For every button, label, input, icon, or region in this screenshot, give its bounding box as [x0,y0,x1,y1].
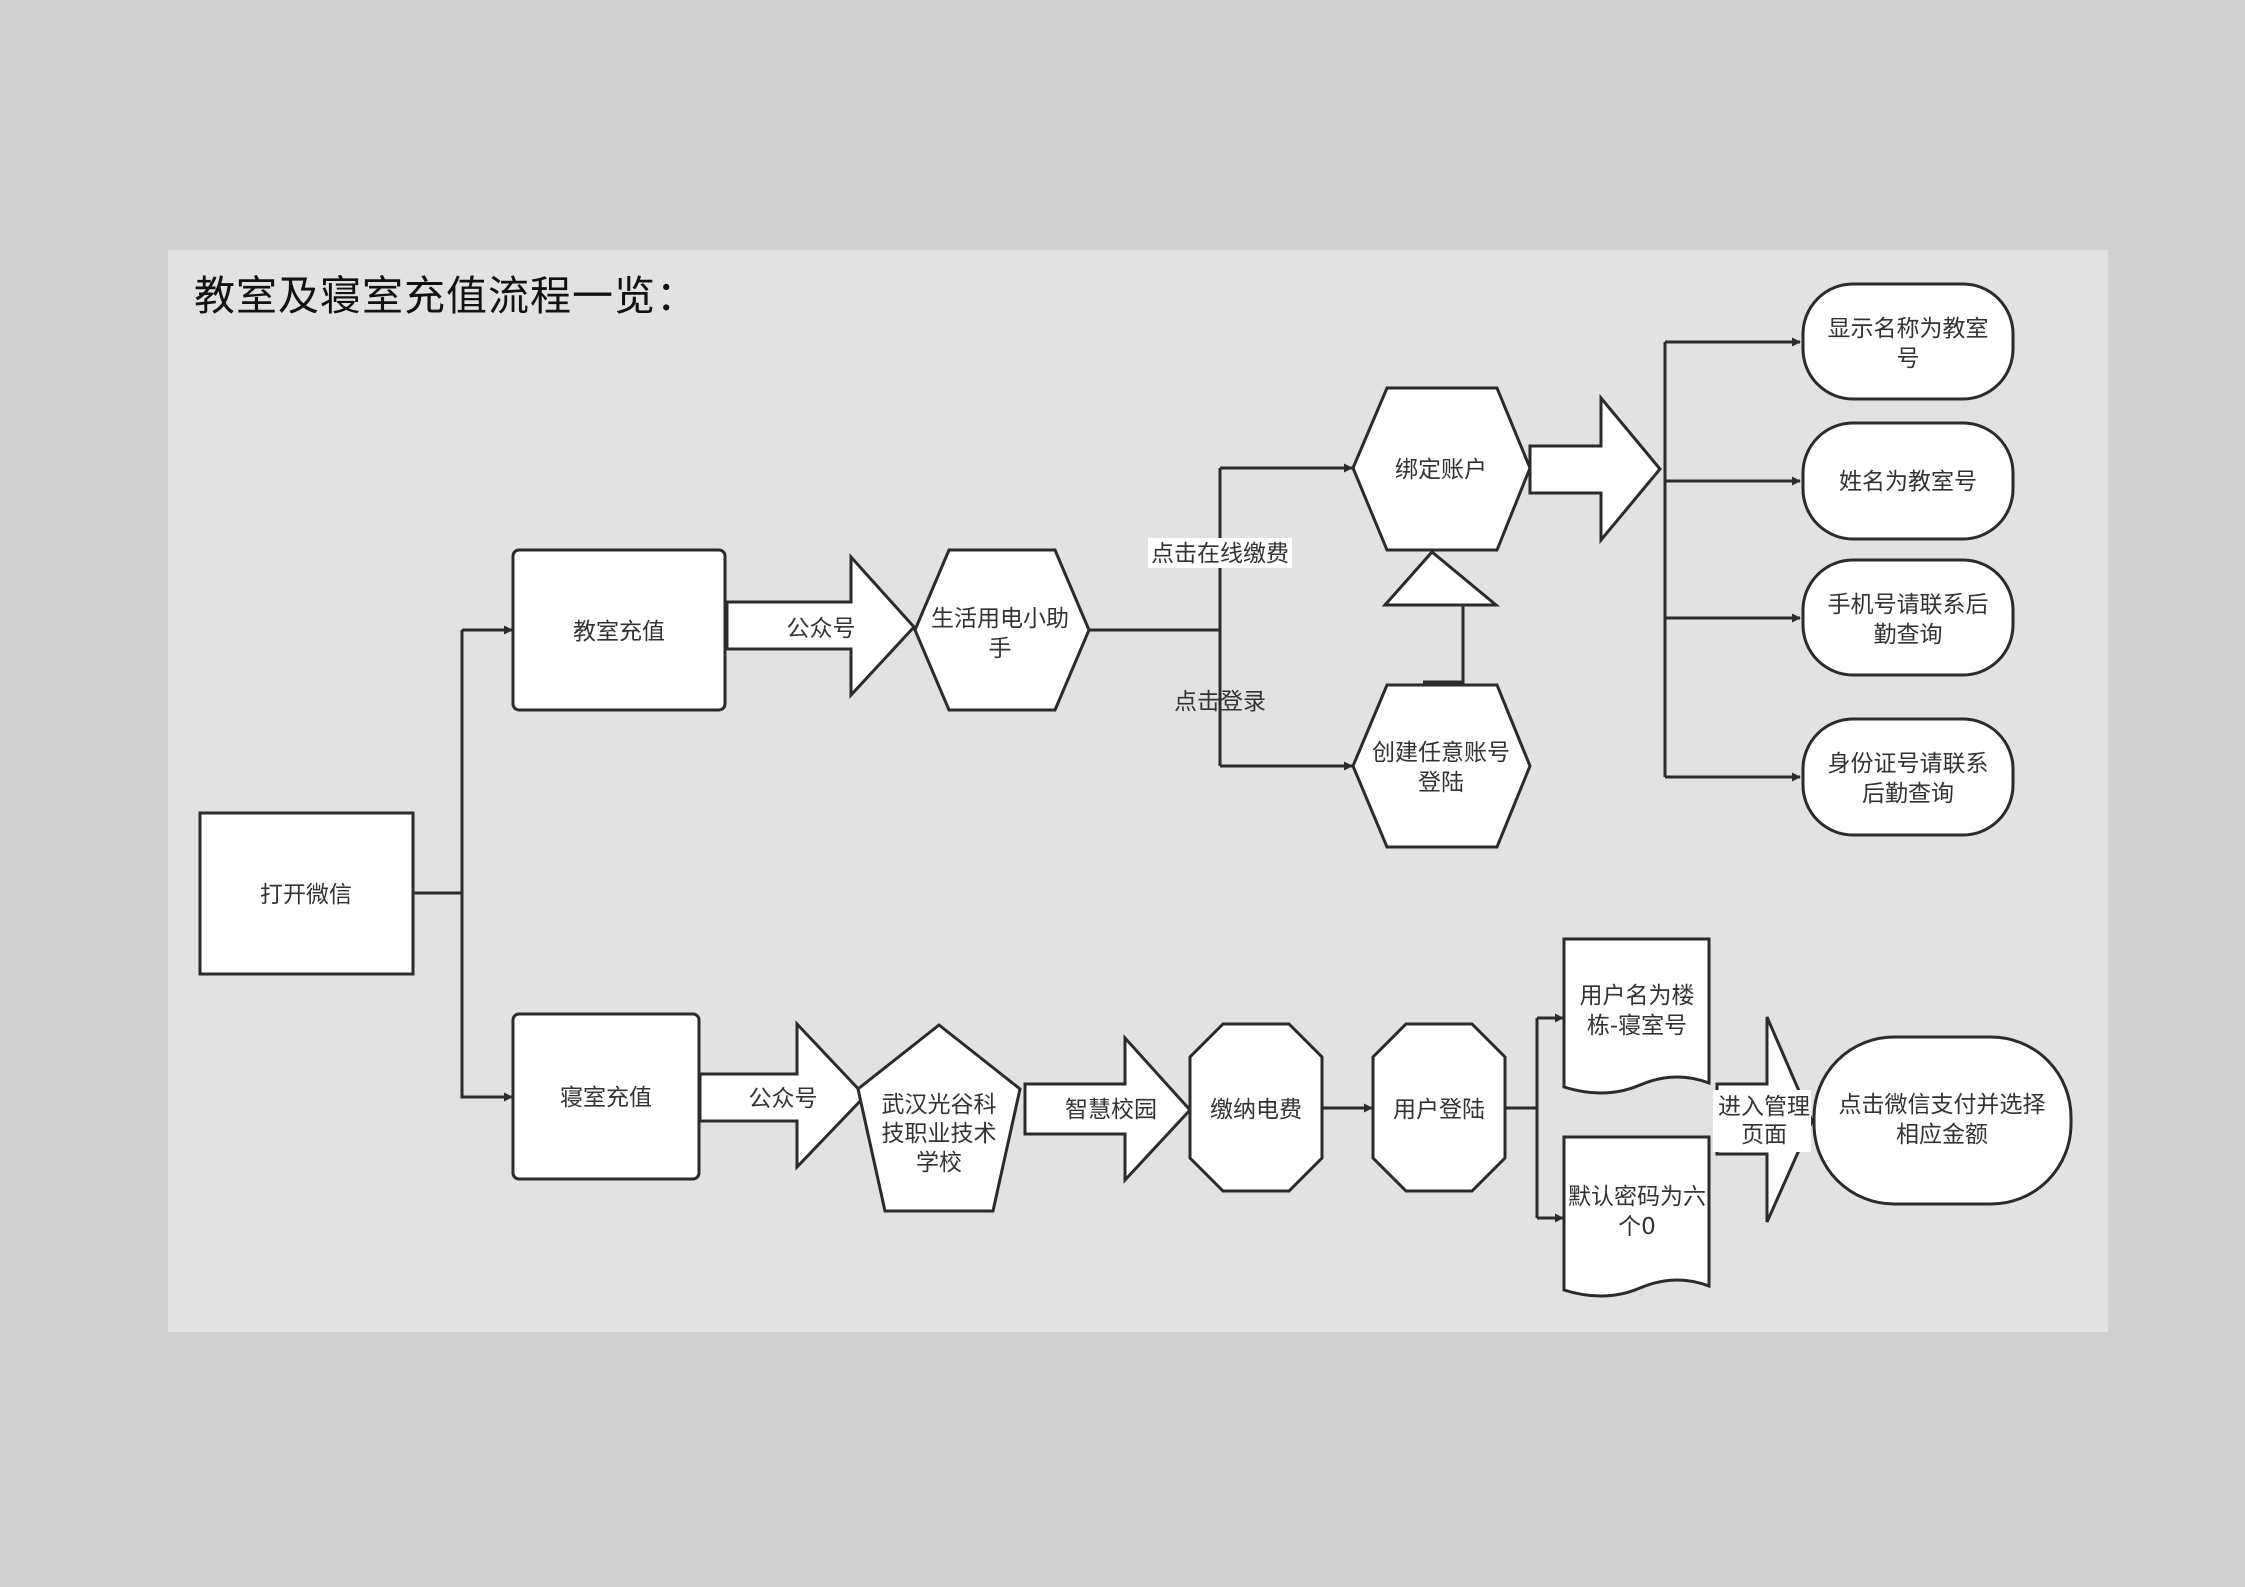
node-classroom-recharge-label: 教室充值 [573,619,665,645]
arrow-public-account-2 [698,1020,868,1171]
block-arrows [698,393,1814,1223]
arrow-bind-fanout [1528,393,1662,545]
node-bind-account-label: 绑定账户 [1395,457,1487,483]
node-dorm-recharge-label: 寝室充值 [560,1085,652,1111]
node-dorm-recharge[interactable]: 寝室充值 [511,1012,701,1181]
node-open-wechat[interactable]: 打开微信 [198,811,415,976]
edge-label-bg-online-pay [1148,538,1292,568]
edge-labels: 公众号 点击在线缴费 点击登录 公众号 智慧校园 进入管理 页面 [749,538,1811,1152]
node-phone-contact-label-2: 勤查询 [1874,622,1943,648]
node-life-helper[interactable]: 生活用电小助 手 [913,548,1091,712]
node-create-account-label-1: 创建任意账号 [1372,740,1510,766]
edge-label-bg-enter-manage [1713,1090,1811,1152]
node-life-helper-label-2: 手 [989,636,1012,662]
arrow-smart-campus [1023,1034,1193,1184]
node-phone-contact[interactable]: 手机号请联系后 勤查询 [1801,558,2015,677]
node-password-doc-label-2: 个0 [1618,1214,1656,1240]
arrow-public-account-1 [725,553,917,699]
node-user-login-label: 用户登陆 [1393,1097,1485,1123]
node-display-name[interactable]: 显示名称为教室 号 [1801,282,2015,401]
node-phone-contact-label-1: 手机号请联系后 [1828,592,1989,618]
node-wuhan-school[interactable]: 武汉光谷科 技职业技术 学校 [856,1023,1022,1213]
edge-label-smart-campus: 智慧校园 [1065,1097,1157,1123]
edge-label-public-account-2: 公众号 [749,1086,818,1112]
node-user-login[interactable]: 用户登陆 [1371,1022,1507,1193]
node-username-doc-label-2: 栋-寝室号 [1587,1013,1687,1039]
edge-label-click-online-pay: 点击在线缴费 [1151,541,1289,567]
edge-label-click-login: 点击登录 [1174,689,1266,715]
node-name-classroom[interactable]: 姓名为教室号 [1801,421,2015,541]
edge-label-enter-manage-2: 页面 [1741,1122,1787,1148]
edge-open-to-split [413,630,464,895]
node-display-name-label-2: 号 [1897,346,1920,372]
node-create-account-label-2: 登陆 [1418,770,1464,796]
node-username-doc-label-1: 用户名为楼 [1580,983,1695,1009]
node-pay-electricity-label: 缴纳电费 [1210,1097,1302,1123]
node-bind-account[interactable]: 绑定账户 [1351,386,1532,552]
connectors [413,337,1801,1223]
node-wuhan-school-label-2: 技职业技术 [882,1121,997,1147]
node-wechat-pay[interactable]: 点击微信支付并选择 相应金额 [1812,1035,2073,1206]
node-id-contact[interactable]: 身份证号请联系 后勤查询 [1801,717,2015,837]
node-open-wechat-label: 打开微信 [260,882,352,908]
node-create-account[interactable]: 创建任意账号 登陆 [1351,683,1532,849]
node-id-contact-label-2: 后勤查询 [1862,781,1954,807]
node-password-doc[interactable]: 默认密码为六 个0 [1562,1135,1711,1298]
node-display-name-label-1: 显示名称为教室 [1828,316,1989,342]
node-wechat-pay-label-2: 相应金额 [1896,1122,1988,1148]
node-classroom-recharge[interactable]: 教室充值 [511,548,727,712]
node-wuhan-school-label-1: 武汉光谷科 [882,1092,997,1118]
node-pay-electricity[interactable]: 缴纳电费 [1188,1022,1324,1193]
node-password-doc-label-1: 默认密码为六 [1568,1184,1706,1210]
node-wechat-pay-label-1: 点击微信支付并选择 [1839,1092,2046,1118]
edge-to-dorm [460,893,513,1102]
edge-label-public-account-1: 公众号 [787,616,856,642]
node-username-doc[interactable]: 用户名为楼 栋-寝室号 [1562,937,1711,1095]
node-life-helper-label-1: 生活用电小助 [931,606,1069,632]
arrow-create-to-bind [1381,549,1501,684]
node-name-classroom-label: 姓名为教室号 [1839,469,1977,495]
edge-label-enter-manage-1: 进入管理 [1718,1094,1810,1120]
page-title: 教室及寝室充值流程一览： [194,272,698,320]
node-wuhan-school-label-3: 学校 [916,1150,962,1176]
node-id-contact-label-1: 身份证号请联系 [1828,751,1989,777]
